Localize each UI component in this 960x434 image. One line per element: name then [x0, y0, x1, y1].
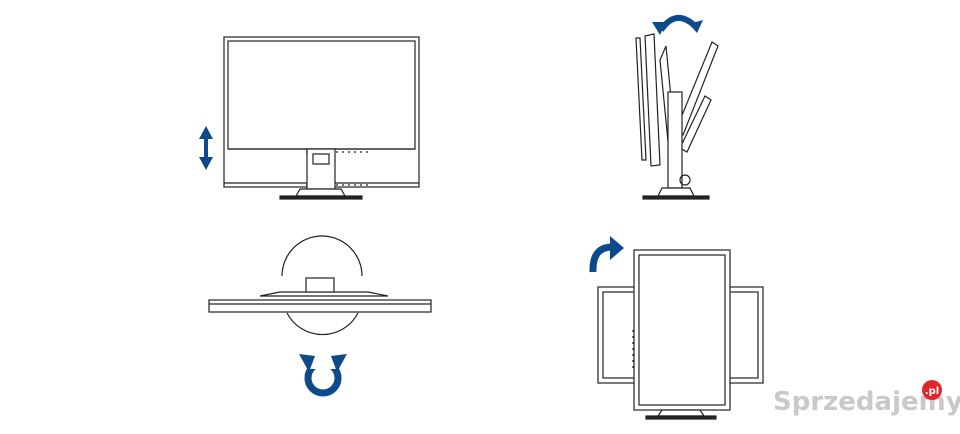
monitor-portrait [632, 249, 731, 411]
up-down-arrow-icon [199, 126, 213, 170]
monitor-top [208, 277, 432, 313]
pivot-stand [645, 409, 717, 420]
swivel-base-disc [281, 235, 363, 336]
tilt-panel [635, 33, 719, 200]
watermark-badge-icon [922, 380, 942, 400]
tilt-arrow-icon [652, 15, 703, 35]
pivot-panel [597, 249, 764, 420]
watermark-tld: .pl [925, 386, 939, 397]
swivel-panel [208, 235, 432, 336]
watermark: Sprzedajemy .pl [773, 380, 960, 417]
monitor-stand [279, 148, 363, 200]
tilt-stand [642, 91, 710, 200]
rotate-arrow-icon [589, 236, 624, 273]
monitor-side-vertical [635, 33, 661, 167]
height-adjust-panel [223, 36, 420, 200]
swivel-arrow-icon [299, 354, 347, 397]
